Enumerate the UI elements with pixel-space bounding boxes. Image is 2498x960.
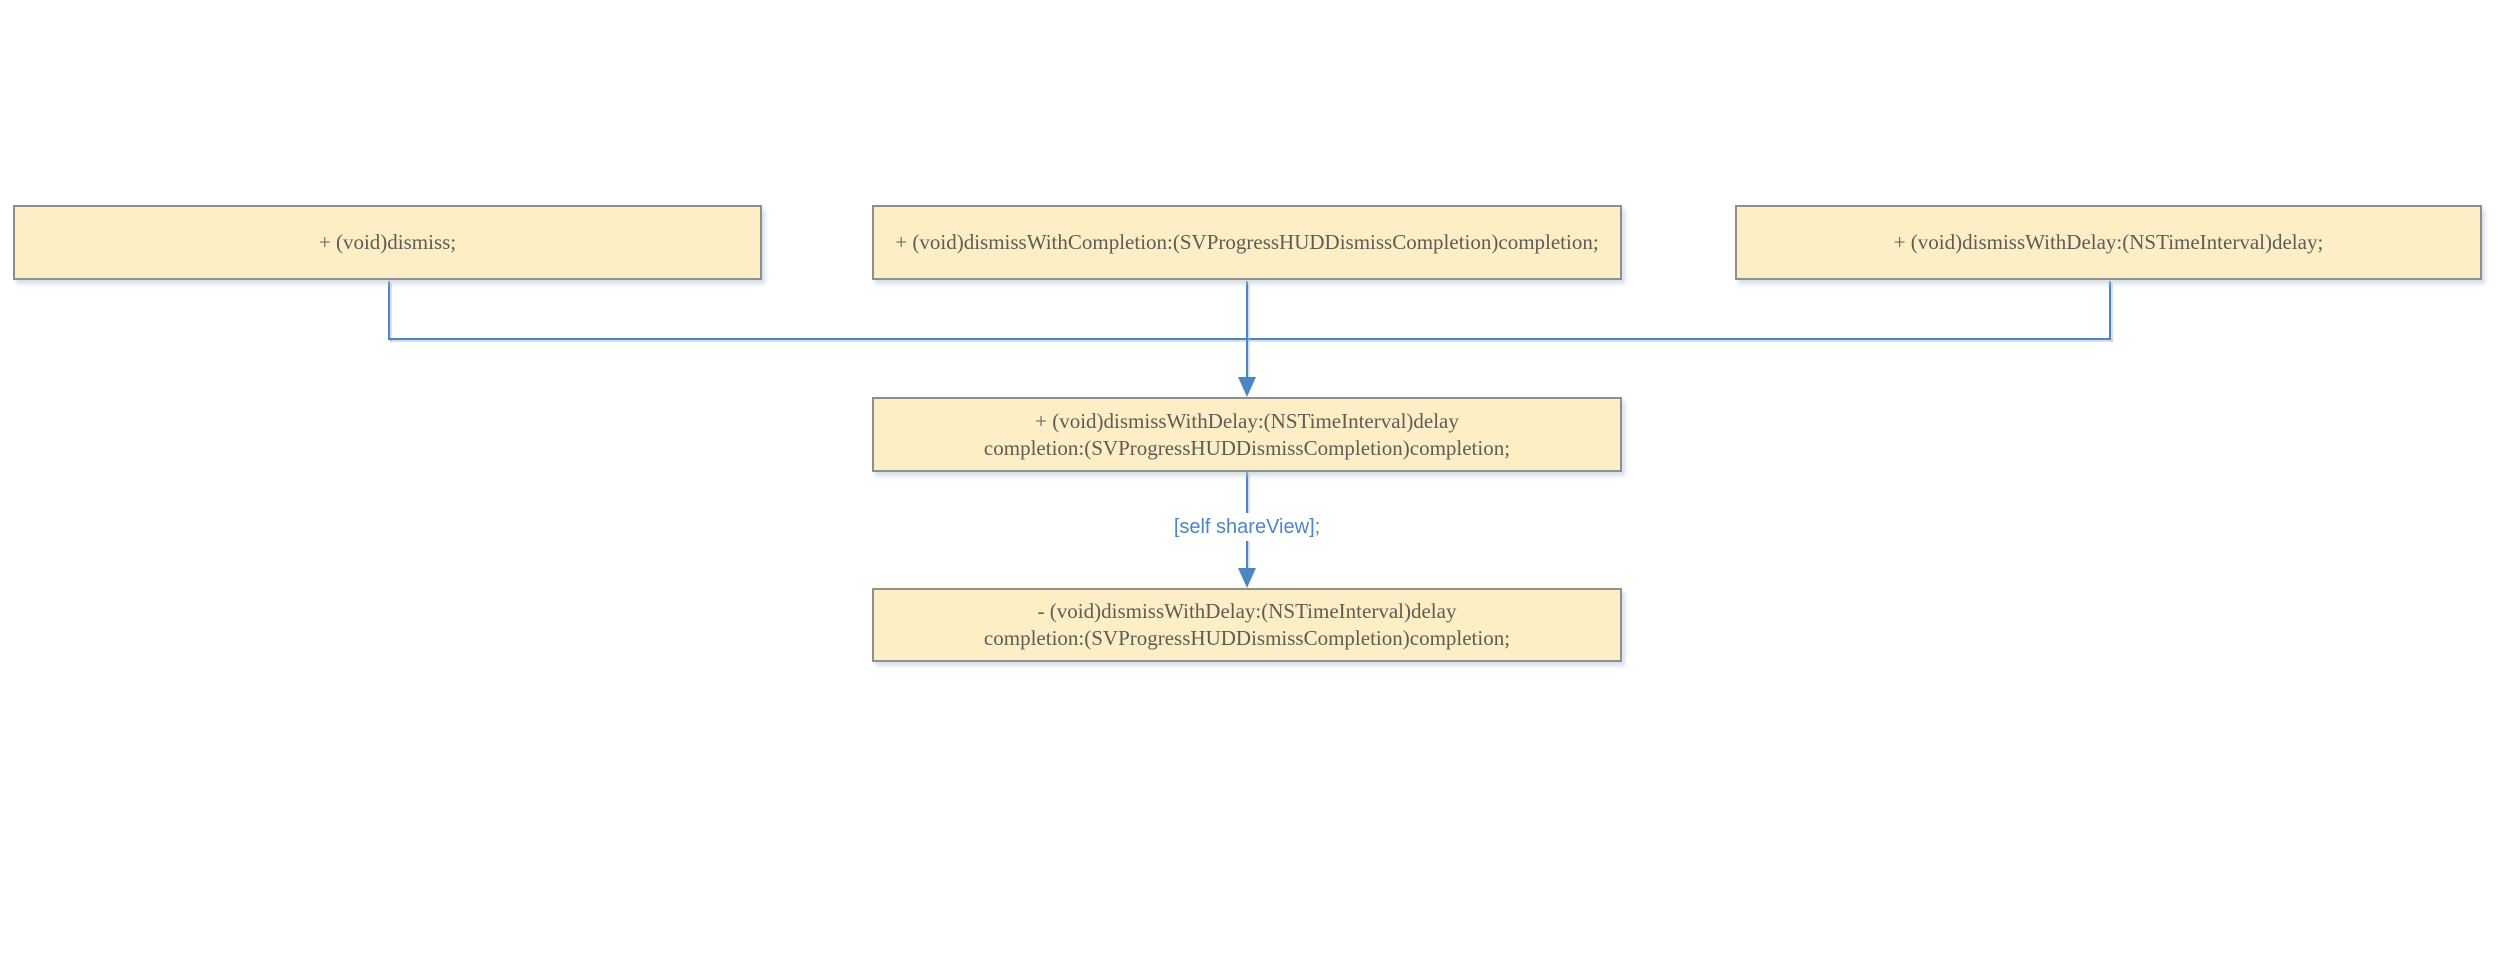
node-dismiss-with-completion: + (void)dismissWithCompletion:(SVProgres… (872, 205, 1622, 280)
node-instance-dismiss-with-delay-completion-line1: - (void)dismissWithDelay:(NSTimeInterval… (1037, 599, 1457, 623)
node-dismiss-with-delay-text: + (void)dismissWithDelay:(NSTimeInterval… (1893, 230, 2324, 254)
edge-to-class-dismiss-delay-completion (1246, 281, 1248, 380)
edge-label-self-shareview: [self shareView]; (1167, 513, 1327, 541)
node-instance-dismiss-with-delay-completion-line2: completion:(SVProgressHUDDismissCompleti… (983, 626, 1511, 650)
arrowhead-down-icon (1238, 568, 1256, 588)
node-class-dismiss-with-delay-completion-line2: completion:(SVProgressHUDDismissCompleti… (983, 435, 1511, 460)
node-dismiss-with-completion-text: + (void)dismissWithCompletion:(SVProgres… (895, 230, 1599, 254)
node-class-dismiss-with-delay-completion: + (void)dismissWithDelay:(NSTimeInterval… (872, 397, 1622, 472)
node-dismiss-text: + (void)dismiss; (318, 230, 457, 254)
edge-horizontal-bus (388, 338, 2111, 340)
node-dismiss: + (void)dismiss; (13, 205, 762, 280)
arrowhead-down-icon (1238, 377, 1256, 397)
edge-from-dismiss-with-delay (2109, 281, 2111, 340)
node-dismiss-with-delay: + (void)dismissWithDelay:(NSTimeInterval… (1735, 205, 2482, 280)
node-instance-dismiss-with-delay-completion: - (void)dismissWithDelay:(NSTimeInterval… (872, 588, 1622, 662)
node-class-dismiss-with-delay-completion-line1: + (void)dismissWithDelay:(NSTimeInterval… (1035, 408, 1459, 433)
edge-from-dismiss (388, 281, 390, 340)
